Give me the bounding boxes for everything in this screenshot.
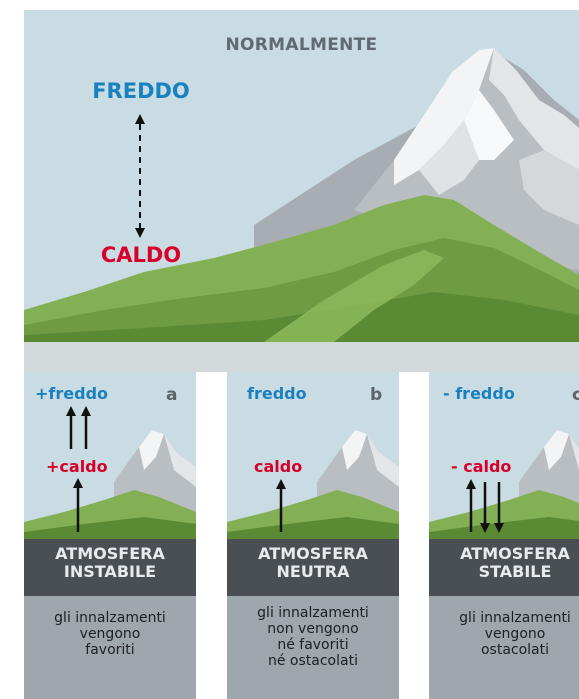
mini-mountain-illustration [227,430,399,539]
note-line: vengono [79,626,141,642]
warm-label: - caldo [451,457,512,476]
atmosphere-type-banner: ATMOSFERA NEUTRA [227,539,399,596]
panel-neutral: b freddo caldo ATMOSFERA NEUTRA gli inna… [227,372,399,699]
panel-letter: c [572,385,579,405]
banner-line: ATMOSFERA [258,544,368,563]
mini-mountain-illustration [429,430,579,539]
note-line: ostacolati [480,642,550,658]
separator-band [24,342,579,372]
warm-label: CALDO [100,243,182,267]
cold-label: - freddo [443,384,515,403]
cold-label: freddo [247,384,307,403]
description-note: gli innalzamenti vengono favoriti [24,596,196,699]
dashed-double-arrow-icon [135,114,145,238]
scene-neutral: b freddo caldo [227,372,399,539]
banner-line: INSTABILE [63,562,157,581]
note-line: non vengono [267,621,359,637]
description-note: gli innalzamenti vengono ostacolati [429,596,579,699]
note-line: gli innalzamenti [54,610,166,626]
panel-title: NORMALMENTE [225,35,378,55]
banner-line: ATMOSFERA [460,544,570,563]
note-line: né ostacolati [268,653,358,669]
atmosphere-type-banner: ATMOSFERA INSTABILE [24,539,196,596]
up-arrow-icon [276,479,286,532]
mini-mountain-illustration [24,430,196,539]
note-line: né favoriti [277,637,349,653]
cold-label: +freddo [35,384,109,403]
panel-letter: a [166,385,178,405]
up-arrows-icon [66,406,91,532]
panel-unstable: a +freddo +caldo ATMOSFERA INSTABILE gli… [24,372,196,699]
warm-label: caldo [254,457,303,476]
note-line: favoriti [85,642,135,658]
scene-stable: c - freddo - caldo [429,372,579,539]
banner-line: STABILE [478,562,552,581]
scene-unstable: a +freddo +caldo [24,372,196,539]
panel-letter: b [370,385,383,405]
panel-stable: c - freddo - caldo ATMOSFERA STABILE gli… [429,372,579,699]
mountain-illustration [24,48,579,342]
note-line: vengono [484,626,546,642]
note-line: gli innalzamenti [257,605,369,621]
normal-atmosphere-panel: NORMALMENTE FREDDO CALDO [24,10,579,342]
banner-line: ATMOSFERA [55,544,165,563]
description-note: gli innalzamenti non vengono né favoriti… [227,596,399,699]
up-down-arrows-icon [466,479,504,533]
cold-label: FREDDO [92,79,190,103]
banner-line: NEUTRA [276,562,350,581]
warm-label: +caldo [46,457,108,476]
note-line: gli innalzamenti [459,610,571,626]
atmosphere-type-banner: ATMOSFERA STABILE [429,539,579,596]
